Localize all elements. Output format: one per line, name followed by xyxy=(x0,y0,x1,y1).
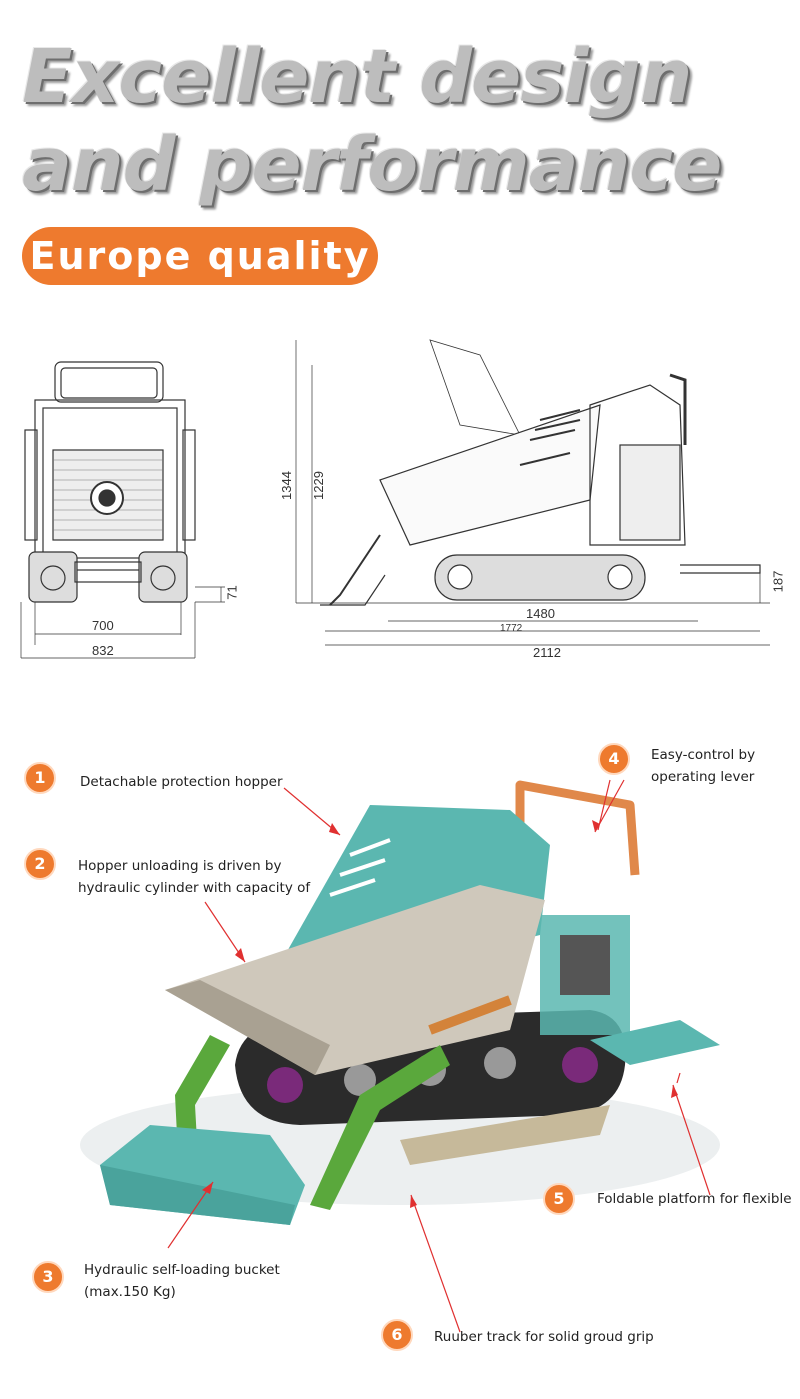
callout-1-number: 1 xyxy=(24,762,56,794)
headline-line-1: Excellent design xyxy=(22,34,692,120)
front-view-drawing xyxy=(20,361,225,659)
callout-3-line-2: (max.150 Kg) xyxy=(84,1284,176,1300)
callout-3-text: Hydraulic self-loading bucket (max.150 K… xyxy=(84,1259,280,1303)
callout-4-number: 4 xyxy=(598,743,630,775)
callout-3-line-1: Hydraulic self-loading bucket xyxy=(84,1262,280,1278)
callout-1-line-1: Detachable protection hopper xyxy=(80,774,283,790)
mini-dumper-illustration xyxy=(80,780,720,1225)
callout-3-number: 3 xyxy=(32,1261,64,1293)
side-platform-height-label: 187 xyxy=(770,570,786,593)
callout-5-text: Foldable platform for flexible xyxy=(597,1188,792,1210)
callout-6-number: 6 xyxy=(381,1319,413,1351)
callout-leader-lines xyxy=(167,779,711,1333)
callout-4-line-1: Easy-control by xyxy=(651,747,756,763)
callout-4-line-2: operating lever xyxy=(651,769,755,785)
front-inner-width-label: 700 xyxy=(92,618,114,633)
europe-quality-badge: Europe quality xyxy=(22,227,378,285)
side-total-length-label: 2112 xyxy=(533,645,561,660)
callout-5-line-1: Foldable platform for flexible xyxy=(597,1191,792,1207)
callout-6-text: Ruuber track for solid groud grip xyxy=(434,1326,654,1348)
side-dump-height-label: 1344 xyxy=(278,471,294,500)
front-outer-width-label: 832 xyxy=(92,643,114,658)
headline-line-2: and performance xyxy=(22,122,722,208)
side-body-length-label: 1772 xyxy=(500,623,523,634)
side-view-drawing xyxy=(295,339,770,646)
callout-2-number: 2 xyxy=(24,848,56,880)
callout-6-line-1: Ruuber track for solid groud grip xyxy=(434,1329,654,1345)
callout-2-line-1: Hopper unloading is driven by xyxy=(78,858,282,874)
callout-4-text: Easy-control by operating lever xyxy=(651,744,755,788)
callout-5-number: 5 xyxy=(543,1183,575,1215)
side-track-length-label: 1480 xyxy=(526,606,555,621)
side-height-label: 1229 xyxy=(310,471,326,500)
front-track-height-label: 71 xyxy=(224,585,240,600)
callout-1-text: Detachable protection hopper xyxy=(80,771,283,793)
callout-2-line-2: hydraulic cylinder with capacity of xyxy=(78,880,311,896)
callout-2-text: Hopper unloading is driven by hydraulic … xyxy=(78,855,310,899)
